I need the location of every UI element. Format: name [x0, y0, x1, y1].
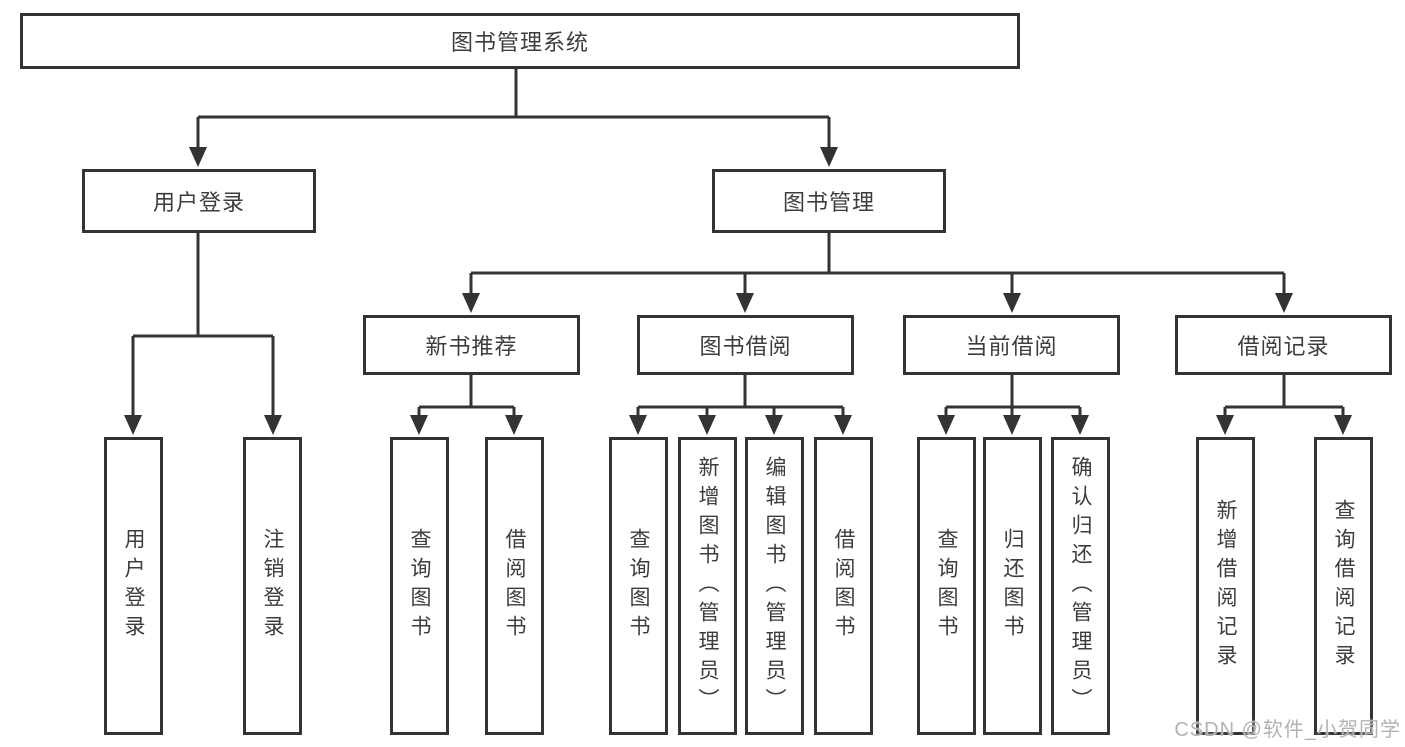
leaf-borrow-book: 借阅图书: [814, 437, 873, 735]
leaf-return-book: 归还图书: [983, 437, 1042, 735]
leaf-query-borrow-record: 查询借阅记录: [1314, 437, 1373, 735]
leaf-label: 注销登录: [261, 528, 284, 644]
leaf-query-book-borrowing: 查询图书: [609, 437, 668, 735]
leaf-label: 查询图书: [935, 528, 958, 644]
leaf-label: 查询借阅记录: [1332, 499, 1355, 673]
leaf-label: 确认归还（管理员）: [1069, 455, 1092, 717]
node-new-book-recommend: 新书推荐: [363, 315, 580, 375]
leaf-label: 编辑图书（管理员）: [763, 455, 786, 717]
node-user-login: 用户登录: [82, 169, 316, 233]
node-book-borrowing: 图书借阅: [637, 315, 854, 375]
leaf-logout: 注销登录: [243, 437, 302, 735]
node-book-management: 图书管理: [712, 169, 946, 233]
leaf-label: 查询图书: [408, 528, 431, 644]
leaf-label: 查询图书: [627, 528, 650, 644]
node-root: 图书管理系统: [20, 13, 1020, 69]
leaf-edit-book-admin: 编辑图书（管理员）: [745, 437, 804, 735]
leaf-user-login: 用户登录: [104, 437, 163, 735]
leaf-label: 借阅图书: [832, 528, 855, 644]
leaf-label: 归还图书: [1001, 528, 1024, 644]
leaf-label: 用户登录: [122, 528, 145, 644]
leaf-add-borrow-record: 新增借阅记录: [1196, 437, 1255, 735]
leaf-query-book-current: 查询图书: [917, 437, 976, 735]
leaf-borrow-book-recommend: 借阅图书: [485, 437, 544, 735]
csdn-watermark: CSDN @软件_小贺同学: [1174, 719, 1401, 741]
node-borrowing-records: 借阅记录: [1175, 315, 1392, 375]
node-current-borrowing: 当前借阅: [903, 315, 1120, 375]
leaf-query-book-recommend: 查询图书: [390, 437, 449, 735]
leaf-confirm-return-admin: 确认归还（管理员）: [1051, 437, 1110, 735]
leaf-label: 新增借阅记录: [1214, 499, 1237, 673]
tree-edges: [131, 68, 1345, 415]
leaf-label: 借阅图书: [503, 528, 526, 644]
leaf-add-book-admin: 新增图书（管理员）: [678, 437, 737, 735]
leaf-label: 新增图书（管理员）: [696, 455, 719, 717]
